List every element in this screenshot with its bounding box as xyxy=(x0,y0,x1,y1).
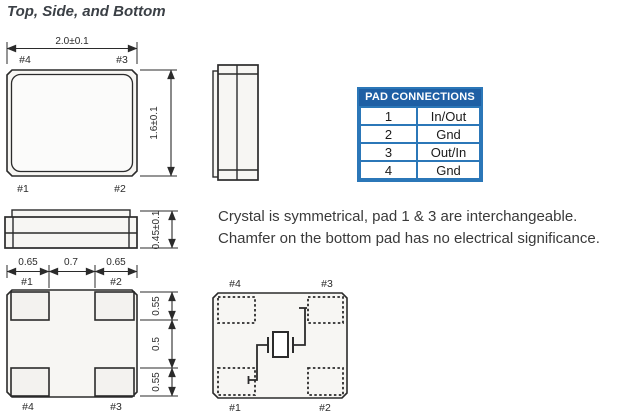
table-row: 2 Gnd xyxy=(359,124,481,144)
pad-label-2: #2 xyxy=(319,402,331,414)
pad-connections-table-header: PAD CONNECTIONS xyxy=(359,89,481,106)
dim-label-pad-gap: 0.7 xyxy=(64,257,78,268)
pad-label-3: #3 xyxy=(321,278,333,290)
pad-label-1: #1 xyxy=(229,402,241,414)
pad-bottom-right-dashed xyxy=(307,367,344,396)
page-title: Top, Side, and Bottom xyxy=(7,3,166,20)
pad-connection-cell: Gnd xyxy=(416,160,481,180)
pad-label-1: #1 xyxy=(17,183,29,195)
pad-label-3: #3 xyxy=(116,54,128,66)
pad-label-2: #2 xyxy=(110,276,122,288)
pad-connection-cell: In/Out xyxy=(416,106,481,126)
front-view-drawing: 0.45±0.1 xyxy=(4,209,178,249)
pad-label-1: #1 xyxy=(21,276,33,288)
pad-top-right xyxy=(94,291,135,321)
pad-label-3: #3 xyxy=(110,401,122,413)
dim-label-pad-vgap: 0.5 xyxy=(151,337,162,351)
land-pattern-drawing: 0.65 0.7 0.65 #1 #2 #4 #3 0.55 0.5 0.55 xyxy=(6,257,178,413)
wire-to-pad-3 xyxy=(293,308,306,346)
pad-number-cell: 4 xyxy=(359,160,418,180)
pad-top-right-dashed xyxy=(307,296,344,324)
dim-label-pad-height-top: 0.55 xyxy=(151,296,162,316)
pad-connections-table: PAD CONNECTIONS 1 In/Out 2 Gnd 3 Out/In … xyxy=(357,87,483,182)
dim-label-height: 1.6±0.1 xyxy=(149,106,160,140)
side-view-drawing xyxy=(212,64,259,181)
pad-bottom-right xyxy=(94,367,135,397)
pad-bottom-left xyxy=(10,367,50,397)
table-row: 4 Gnd xyxy=(359,160,481,180)
pad-label-4: #4 xyxy=(229,278,241,290)
note-line-1: Crystal is symmetrical, pad 1 & 3 are in… xyxy=(218,208,578,225)
dim-label-pad-height-bottom: 0.55 xyxy=(151,372,162,392)
bottom-view-schematic-drawing: #4 #3 #1 #2 xyxy=(212,278,348,414)
pad-top-left-dashed xyxy=(217,296,256,324)
wire-to-pad-1 xyxy=(248,344,268,381)
pad-label-4: #4 xyxy=(22,401,34,413)
package-lid xyxy=(10,73,134,173)
table-row: 3 Out/In xyxy=(359,142,481,162)
notes: Crystal is symmetrical, pad 1 & 3 are in… xyxy=(218,206,618,250)
crystal-symbol-body xyxy=(272,331,289,358)
pad-number-cell: 3 xyxy=(359,142,418,162)
dim-label-width: 2.0±0.1 xyxy=(55,36,89,47)
pad-top-left xyxy=(10,291,50,321)
pad-connection-cell: Gnd xyxy=(416,124,481,144)
pad-connection-cell: Out/In xyxy=(416,142,481,162)
pad-number-cell: 1 xyxy=(359,106,418,126)
pad-label-2: #2 xyxy=(114,183,126,195)
pad-bottom-left-dashed xyxy=(217,367,256,396)
pad-label-4: #4 xyxy=(19,54,31,66)
side-body xyxy=(217,64,259,181)
dim-label-pad-width-left: 0.65 xyxy=(18,257,38,268)
pad-number-cell: 2 xyxy=(359,124,418,144)
note-line-2: Chamfer on the bottom pad has no electri… xyxy=(218,230,600,247)
dim-label-thickness: 0.45±0.1 xyxy=(151,210,162,249)
dim-label-pad-width-right: 0.65 xyxy=(106,257,126,268)
top-view-drawing: 2.0±0.1 #4 #3 #1 #2 1.6±0.1 xyxy=(6,36,177,195)
table-row: 1 In/Out xyxy=(359,106,481,126)
